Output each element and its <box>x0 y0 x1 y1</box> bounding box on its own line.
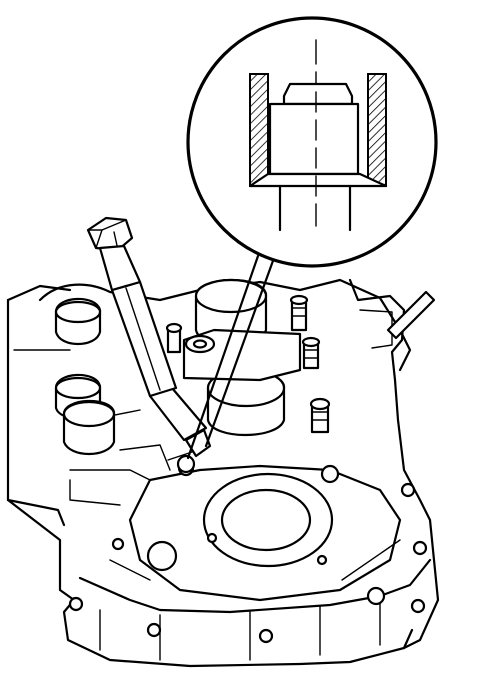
valve-stem-seal-installer-icon <box>86 216 212 474</box>
valve-guide-boss <box>182 328 302 382</box>
cylinder-head-stud-icon <box>165 294 331 434</box>
engine-cylinder-head-icon <box>6 278 440 668</box>
magnified-detail-icon <box>186 16 438 460</box>
dipstick-tube-icon <box>386 290 436 340</box>
